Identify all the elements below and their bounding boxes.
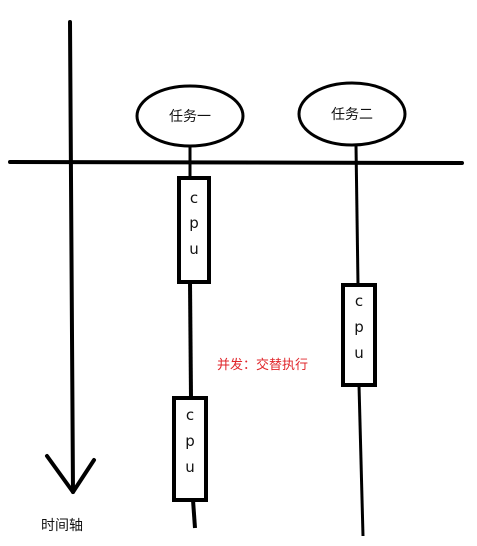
- task-two-node: 任务二: [297, 81, 407, 147]
- cpu-char-p: p: [354, 318, 364, 336]
- task-two-label: 任务二: [331, 107, 373, 123]
- cpu-block-task-one-first: c p u: [177, 176, 211, 284]
- task-two-lifeline: [354, 144, 365, 537]
- cpu-char-c: c: [190, 189, 198, 207]
- cpu-block-task-two: c p u: [341, 283, 377, 387]
- cpu-char-c: c: [186, 406, 194, 424]
- cpu-char-u: u: [185, 458, 195, 476]
- task-one-lifeline: [188, 146, 197, 529]
- cpu-char-u: u: [189, 240, 199, 258]
- task-one-node: 任务一: [135, 84, 245, 148]
- timeline-baseline: [8, 160, 464, 165]
- cpu-char-p: p: [189, 214, 199, 232]
- task-one-label: 任务一: [169, 109, 211, 125]
- cpu-char-u: u: [354, 344, 364, 362]
- cpu-char-p: p: [185, 432, 195, 450]
- concurrency-annotation: 并发：交替执行: [217, 357, 308, 373]
- time-axis-label: 时间轴: [41, 518, 83, 534]
- cpu-block-task-one-second: c p u: [172, 396, 208, 502]
- cpu-char-c: c: [355, 292, 363, 310]
- time-axis-arrow: [45, 20, 96, 494]
